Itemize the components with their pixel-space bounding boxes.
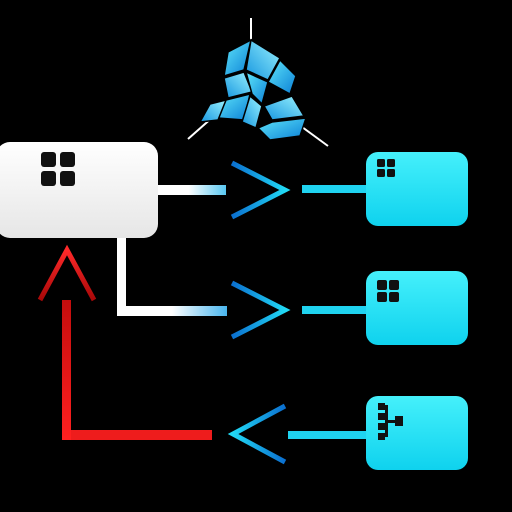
target-node-3 [366, 396, 468, 470]
grid-2x2-icon [377, 280, 399, 302]
forward-arrow-icon [230, 280, 291, 340]
tree-hierarchy-icon [378, 403, 403, 440]
edge-source-to-target-1 [158, 160, 370, 220]
source-node [0, 142, 158, 238]
edge-target-3-to-source [37, 244, 370, 465]
grid-2x2-icon [41, 152, 75, 186]
target-node-2 [366, 271, 468, 345]
grid-2x2-icon [377, 159, 395, 177]
up-arrow-icon [37, 244, 97, 302]
target-node-1 [366, 152, 468, 226]
return-arrow-icon [227, 403, 287, 465]
crystal-tri-logo-icon [187, 18, 329, 147]
edge-source-to-target-2 [117, 232, 370, 340]
forward-arrow-icon [230, 160, 291, 220]
